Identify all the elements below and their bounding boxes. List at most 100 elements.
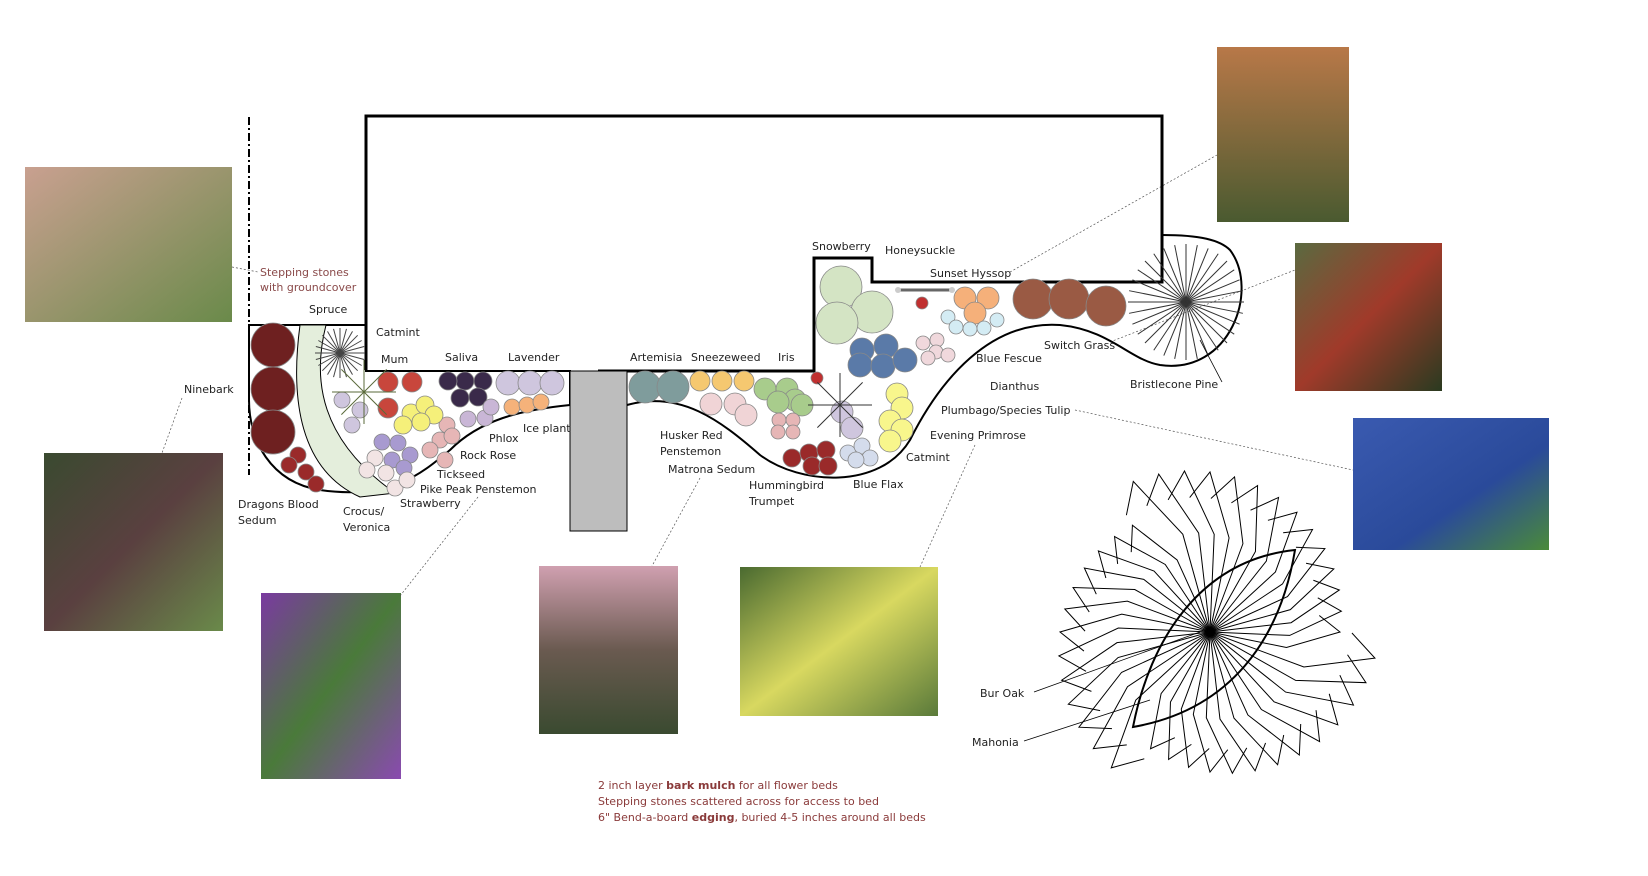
bristlecone-pine-symbol (1128, 244, 1244, 360)
plant-sneezeweed (733, 370, 755, 392)
label-matrona-sedum: Matrona Sedum (668, 463, 755, 476)
bur-oak-symbol (1057, 469, 1376, 775)
plant-plumbago (892, 347, 918, 373)
plant-ice-plant (518, 396, 536, 414)
photo-matrona-sedum (539, 566, 678, 734)
bur-oak-branch (1205, 631, 1248, 775)
plant-strawberry (386, 479, 404, 497)
photo-penstemon (261, 593, 401, 779)
label-catmint-right: Catmint (906, 451, 950, 464)
bur-oak-branch (1209, 496, 1280, 633)
label-blue-flax: Blue Flax (853, 478, 904, 491)
plant-fescue (940, 309, 956, 325)
plant-artemisia (628, 370, 662, 404)
note-text: for all flower beds (735, 779, 838, 792)
plant-mum (377, 397, 399, 419)
plant-penstemon-purple (389, 434, 407, 452)
plant-saliva (438, 371, 458, 391)
plant-iris (766, 390, 790, 414)
bur-oak-branch (1209, 615, 1342, 649)
note-bold: edging (691, 811, 735, 824)
photo-leaders (161, 154, 1354, 597)
bur-oak-branch (1146, 473, 1211, 633)
bur-oak-branch (1057, 627, 1211, 672)
plant-blue-flax (861, 449, 879, 467)
plant-rock-rose (436, 451, 454, 469)
label-bristlecone-pine: Bristlecone Pine (1130, 378, 1218, 391)
plant-lavender (333, 391, 351, 409)
bur-oak-branch (1209, 631, 1302, 756)
plant-dianthus (915, 335, 931, 351)
plant-ninebark (250, 409, 296, 455)
plant-mum (401, 371, 423, 393)
label-stepping-stones: Stepping stones (260, 266, 349, 279)
bur-oak-branch (1097, 550, 1211, 633)
note-bold: bark mulch (666, 779, 736, 792)
bur-oak-branch (1209, 631, 1267, 772)
plant-rock-rose (770, 424, 786, 440)
label-plumbago: Plumbago/Species Tulip (941, 404, 1070, 417)
bur-oak-branch (1209, 511, 1298, 633)
plant-lavender (840, 416, 864, 440)
plant-dragons-blood (816, 440, 836, 460)
bur-oak-branch (1125, 480, 1211, 633)
plant-penstemon-purple (373, 433, 391, 451)
plant-symbols (250, 244, 1244, 497)
plant-lavender (517, 370, 543, 396)
catmint-tree-symbol (332, 360, 396, 424)
label-pike-peak-penstemon: Pike Peak Penstemon (420, 483, 537, 496)
plant-lavender (495, 370, 521, 396)
plant-blue-flax (853, 437, 871, 455)
bur-oak-branch (1209, 631, 1355, 706)
label-ice-plant: Ice plant (523, 422, 571, 435)
plant-dragons-blood (802, 456, 822, 476)
plant-fescue (962, 321, 978, 337)
plant-fescue (976, 320, 992, 336)
plant-strawberry (366, 449, 384, 467)
label-switch-grass: Switch Grass (1044, 339, 1115, 352)
label-catmint: Catmint (376, 326, 420, 339)
label-veronica: Veronica (343, 521, 390, 534)
bur-oak-branch (1209, 631, 1321, 743)
plant-rock-rose (443, 427, 461, 445)
plant-primrose (878, 429, 902, 453)
plant-artemisia (656, 370, 690, 404)
label-saliva: Saliva (445, 351, 478, 364)
plant-ninebark (250, 366, 296, 412)
note-text: 2 inch layer (598, 779, 667, 792)
bur-oak-branch (1209, 484, 1259, 633)
label-husker-red-2: Penstemon (660, 445, 721, 458)
photo-evening-primrose (740, 567, 938, 716)
bur-oak-branch (1209, 562, 1335, 633)
plant-dianthus (940, 347, 956, 363)
bur-oak-branch (1077, 631, 1211, 730)
mahonia-symbol (1131, 548, 1297, 729)
plant-lavender (539, 370, 565, 396)
bur-oak-branch (1209, 631, 1339, 726)
bur-oak-branch (1063, 600, 1211, 633)
label-ninebark: Ninebark (184, 383, 234, 396)
bur-oak-branch (1110, 631, 1211, 769)
note-text: 6" Bend-a-board (598, 811, 692, 824)
note-edging: 6" Bend-a-board edging, buried 4-5 inche… (598, 810, 926, 826)
photo-switch-grass (1295, 243, 1442, 391)
bur-oak-branch (1209, 475, 1244, 633)
bur-oak-branch (1209, 597, 1343, 636)
plant-honeysuckle (810, 371, 824, 385)
plant-plumbago (870, 353, 896, 379)
label-mum: Mum (381, 353, 408, 366)
label-snowberry: Snowberry (812, 240, 871, 253)
plant-saliva (455, 371, 475, 391)
label-crocus: Crocus/ (343, 505, 384, 518)
spruce-symbol (315, 328, 365, 378)
label-sneezeweed: Sneezeweed (691, 351, 761, 364)
plant-ice-plant (503, 398, 521, 416)
plant-phlox (482, 398, 500, 416)
plant-rock-rose (785, 424, 801, 440)
label-spruce: Spruce (309, 303, 348, 316)
photo-sunset-hyssop (1217, 47, 1349, 222)
label-strawberry: Strawberry (400, 497, 461, 510)
plant-husker (699, 392, 723, 416)
label-blue-fescue: Blue Fescue (976, 352, 1042, 365)
plant-dragons-blood (818, 456, 838, 476)
